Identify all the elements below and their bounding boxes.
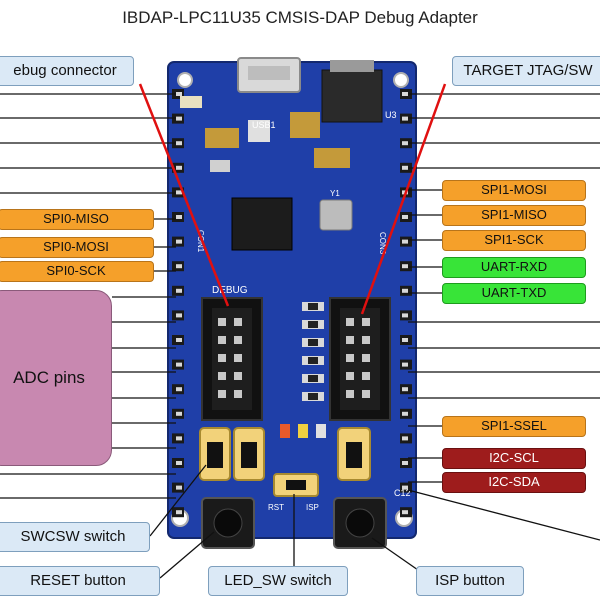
header-pin: [234, 372, 242, 380]
target-jtag-callout: TARGET JTAG/SW: [452, 56, 600, 86]
led: [316, 424, 326, 438]
crystal: [319, 199, 353, 231]
header-pin: [218, 390, 226, 398]
header-pin: [346, 372, 354, 380]
silk-con1: CON1: [196, 230, 205, 253]
spi0-sck-label: SPI0-SCK: [0, 261, 154, 282]
i2c-sda-label: I2C-SDA: [442, 472, 586, 493]
header-pin: [346, 336, 354, 344]
header-pin: [234, 390, 242, 398]
spi0-mosi-label: SPI0-MOSI: [0, 237, 154, 258]
swcsw-switch-callout: SWCSW switch: [0, 522, 150, 552]
spi1-ssel-label: SPI1-SSEL: [442, 416, 586, 437]
spi1-miso-label: SPI1-MISO: [442, 205, 586, 226]
leader-lines: [0, 93, 600, 579]
mount-hole: [177, 72, 193, 88]
header-pin: [346, 354, 354, 362]
voltage-regulator: [321, 69, 383, 123]
silk-c12: C12: [394, 488, 411, 498]
header-pin: [218, 318, 226, 326]
left-header-pins: [172, 89, 184, 518]
header-pin: [234, 318, 242, 326]
i2c-scl-label: I2C-SCL: [442, 448, 586, 469]
header-pin: [234, 336, 242, 344]
uart-txd-label: UART-TXD: [442, 283, 586, 304]
diagram-title: IBDAP-LPC11U35 CMSIS-DAP Debug Adapter: [122, 8, 478, 27]
debug-connector-callout: ebug connector: [0, 56, 134, 86]
silk-y1: Y1: [330, 189, 340, 198]
silk-rst: RST: [268, 503, 284, 512]
reset-button-callout: RESET button: [0, 566, 160, 596]
header-pin: [218, 372, 226, 380]
spi1-mosi-label: SPI1-MOSI: [442, 180, 586, 201]
header-pin: [218, 336, 226, 344]
header-pin: [218, 354, 226, 362]
header-pin: [362, 390, 370, 398]
isp-button-callout: ISP button: [416, 566, 524, 596]
header-pin: [362, 372, 370, 380]
right-header-pins: [400, 89, 412, 518]
header-pin-grid: [218, 318, 370, 398]
silk-debug: DEBUG: [212, 285, 248, 296]
spi0-miso-label: SPI0-MISO: [0, 209, 154, 230]
led: [298, 424, 308, 438]
header-pin: [346, 390, 354, 398]
resistor-array: [302, 302, 324, 401]
spi1-sck-label: SPI1-SCK: [442, 230, 586, 251]
mcu-chip: [231, 197, 293, 251]
red-pointer-lines: [138, 83, 447, 315]
silk-isp: ISP: [306, 503, 319, 512]
header-pin: [362, 318, 370, 326]
led-sw-switch-callout: LED_SW switch: [208, 566, 348, 596]
silk-con3: CON3: [378, 232, 387, 255]
header-pin: [346, 318, 354, 326]
header-pin: [234, 354, 242, 362]
led: [280, 424, 290, 438]
silk-u3: U3: [385, 110, 397, 120]
adc-pins-label: ADC pins: [0, 290, 112, 466]
header-pin: [362, 354, 370, 362]
silk-usb: USB1: [252, 120, 276, 130]
header-pin: [362, 336, 370, 344]
uart-rxd-label: UART-RXD: [442, 257, 586, 278]
mount-hole: [393, 72, 409, 88]
